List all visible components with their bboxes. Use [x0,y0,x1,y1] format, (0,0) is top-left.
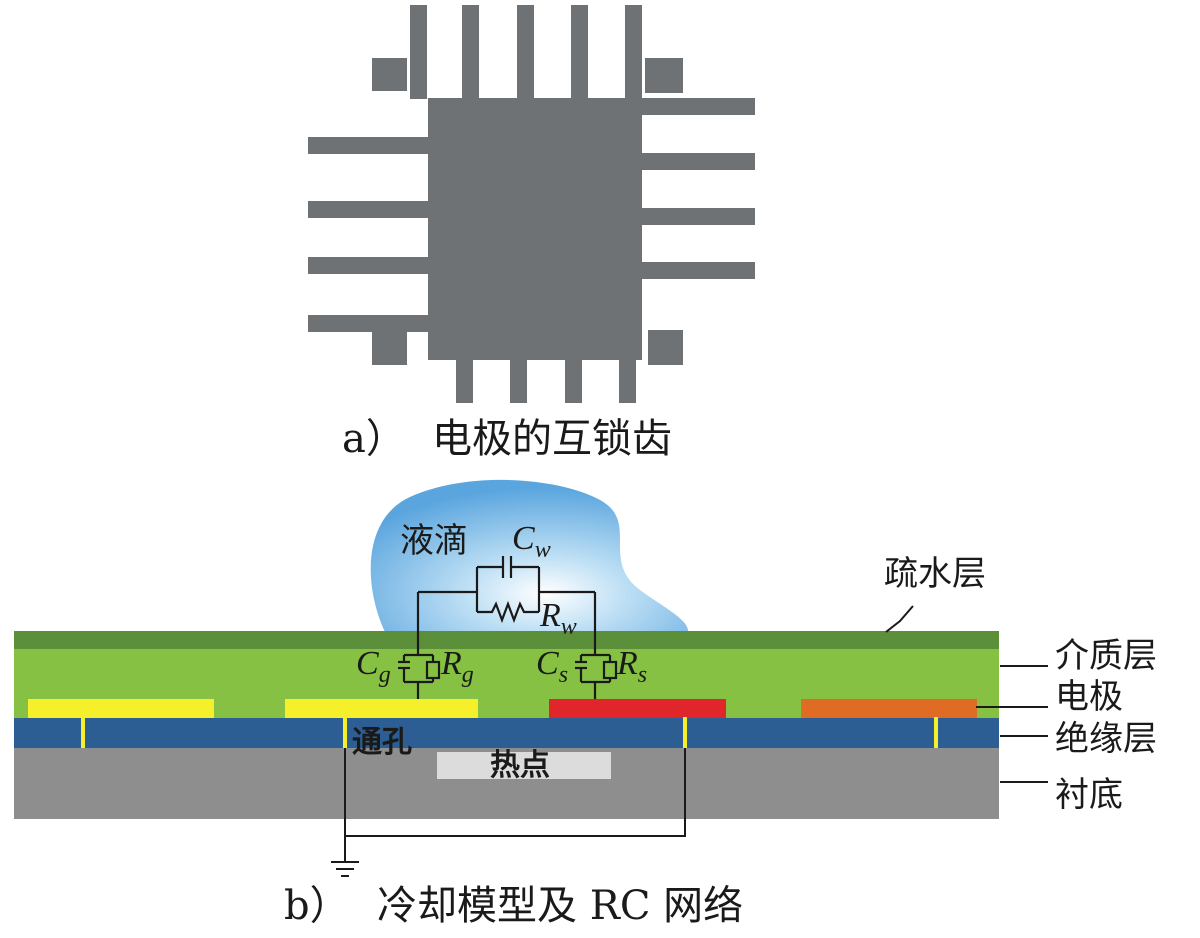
dielectric-layer-label: 介质层 [1055,636,1157,676]
caption-b-text: 冷却模型及 RC 网络 [377,883,743,929]
insulation-layer-label: 绝缘层 [1055,719,1157,759]
droplet [370,479,689,632]
electrode-tooth [308,137,430,154]
electrode-corner-block [648,330,683,365]
electrode-tooth [308,257,430,274]
caption-b-letter: b） [284,883,350,929]
hydrophobic-layer [14,631,999,649]
via-label: 通孔 [352,726,412,759]
electrode-tooth [640,208,755,225]
electrode-corner-block [372,330,407,365]
electrode-corner-block [645,58,683,93]
cw-label: Cw [512,520,551,563]
droplet-label: 液滴 [400,521,468,561]
electrode-tooth [640,98,755,115]
electrode-yellow-2 [285,699,478,718]
cs-label: Cs [536,645,568,688]
electrode-tooth [619,358,636,403]
electrode-orange [801,699,977,718]
electrode-tooth [462,5,479,99]
rc-network [398,556,618,699]
electrode-tooth [510,358,527,403]
via [81,717,85,748]
hotspot-block [437,752,611,779]
electrode-tooth [625,5,642,99]
electrode-red [549,699,726,718]
electrode-tooth [640,153,755,170]
ground-wiring [344,748,686,862]
via [683,717,687,748]
cg-label: Cg [356,645,391,688]
insulation-layer [14,717,999,748]
interlocking-electrode-diagram [308,5,755,403]
via [343,717,347,748]
hotspot-label: 热点 [490,749,550,782]
rs-label: Rs [616,645,647,688]
ground-icon [331,861,359,877]
electrode-tooth [517,5,534,99]
hydrophobic-layer-label: 疏水层 [884,554,986,594]
caption-a-letter: a） [342,416,406,462]
electrode-tooth [456,358,473,403]
electrode-layer-label: 电极 [1055,677,1123,717]
substrate-layer-label: 衬底 [1055,775,1123,815]
electrode-tooth [565,358,582,403]
rw-label: Rw [539,597,577,640]
electrode-tooth [640,262,755,279]
caption-a-text: 电极的互锁齿 [432,416,672,462]
rg-label: Rg [440,645,474,688]
electrode-tooth [308,201,430,218]
electrode-corner-block [372,58,407,91]
via [934,717,938,748]
electrode-tooth [410,5,427,99]
electrode-tooth [308,315,430,332]
electrode-center-pad [428,98,642,360]
layer-leaders [885,605,1048,783]
electrode-yellow-1 [28,699,214,718]
electrode-tooth [571,5,588,99]
